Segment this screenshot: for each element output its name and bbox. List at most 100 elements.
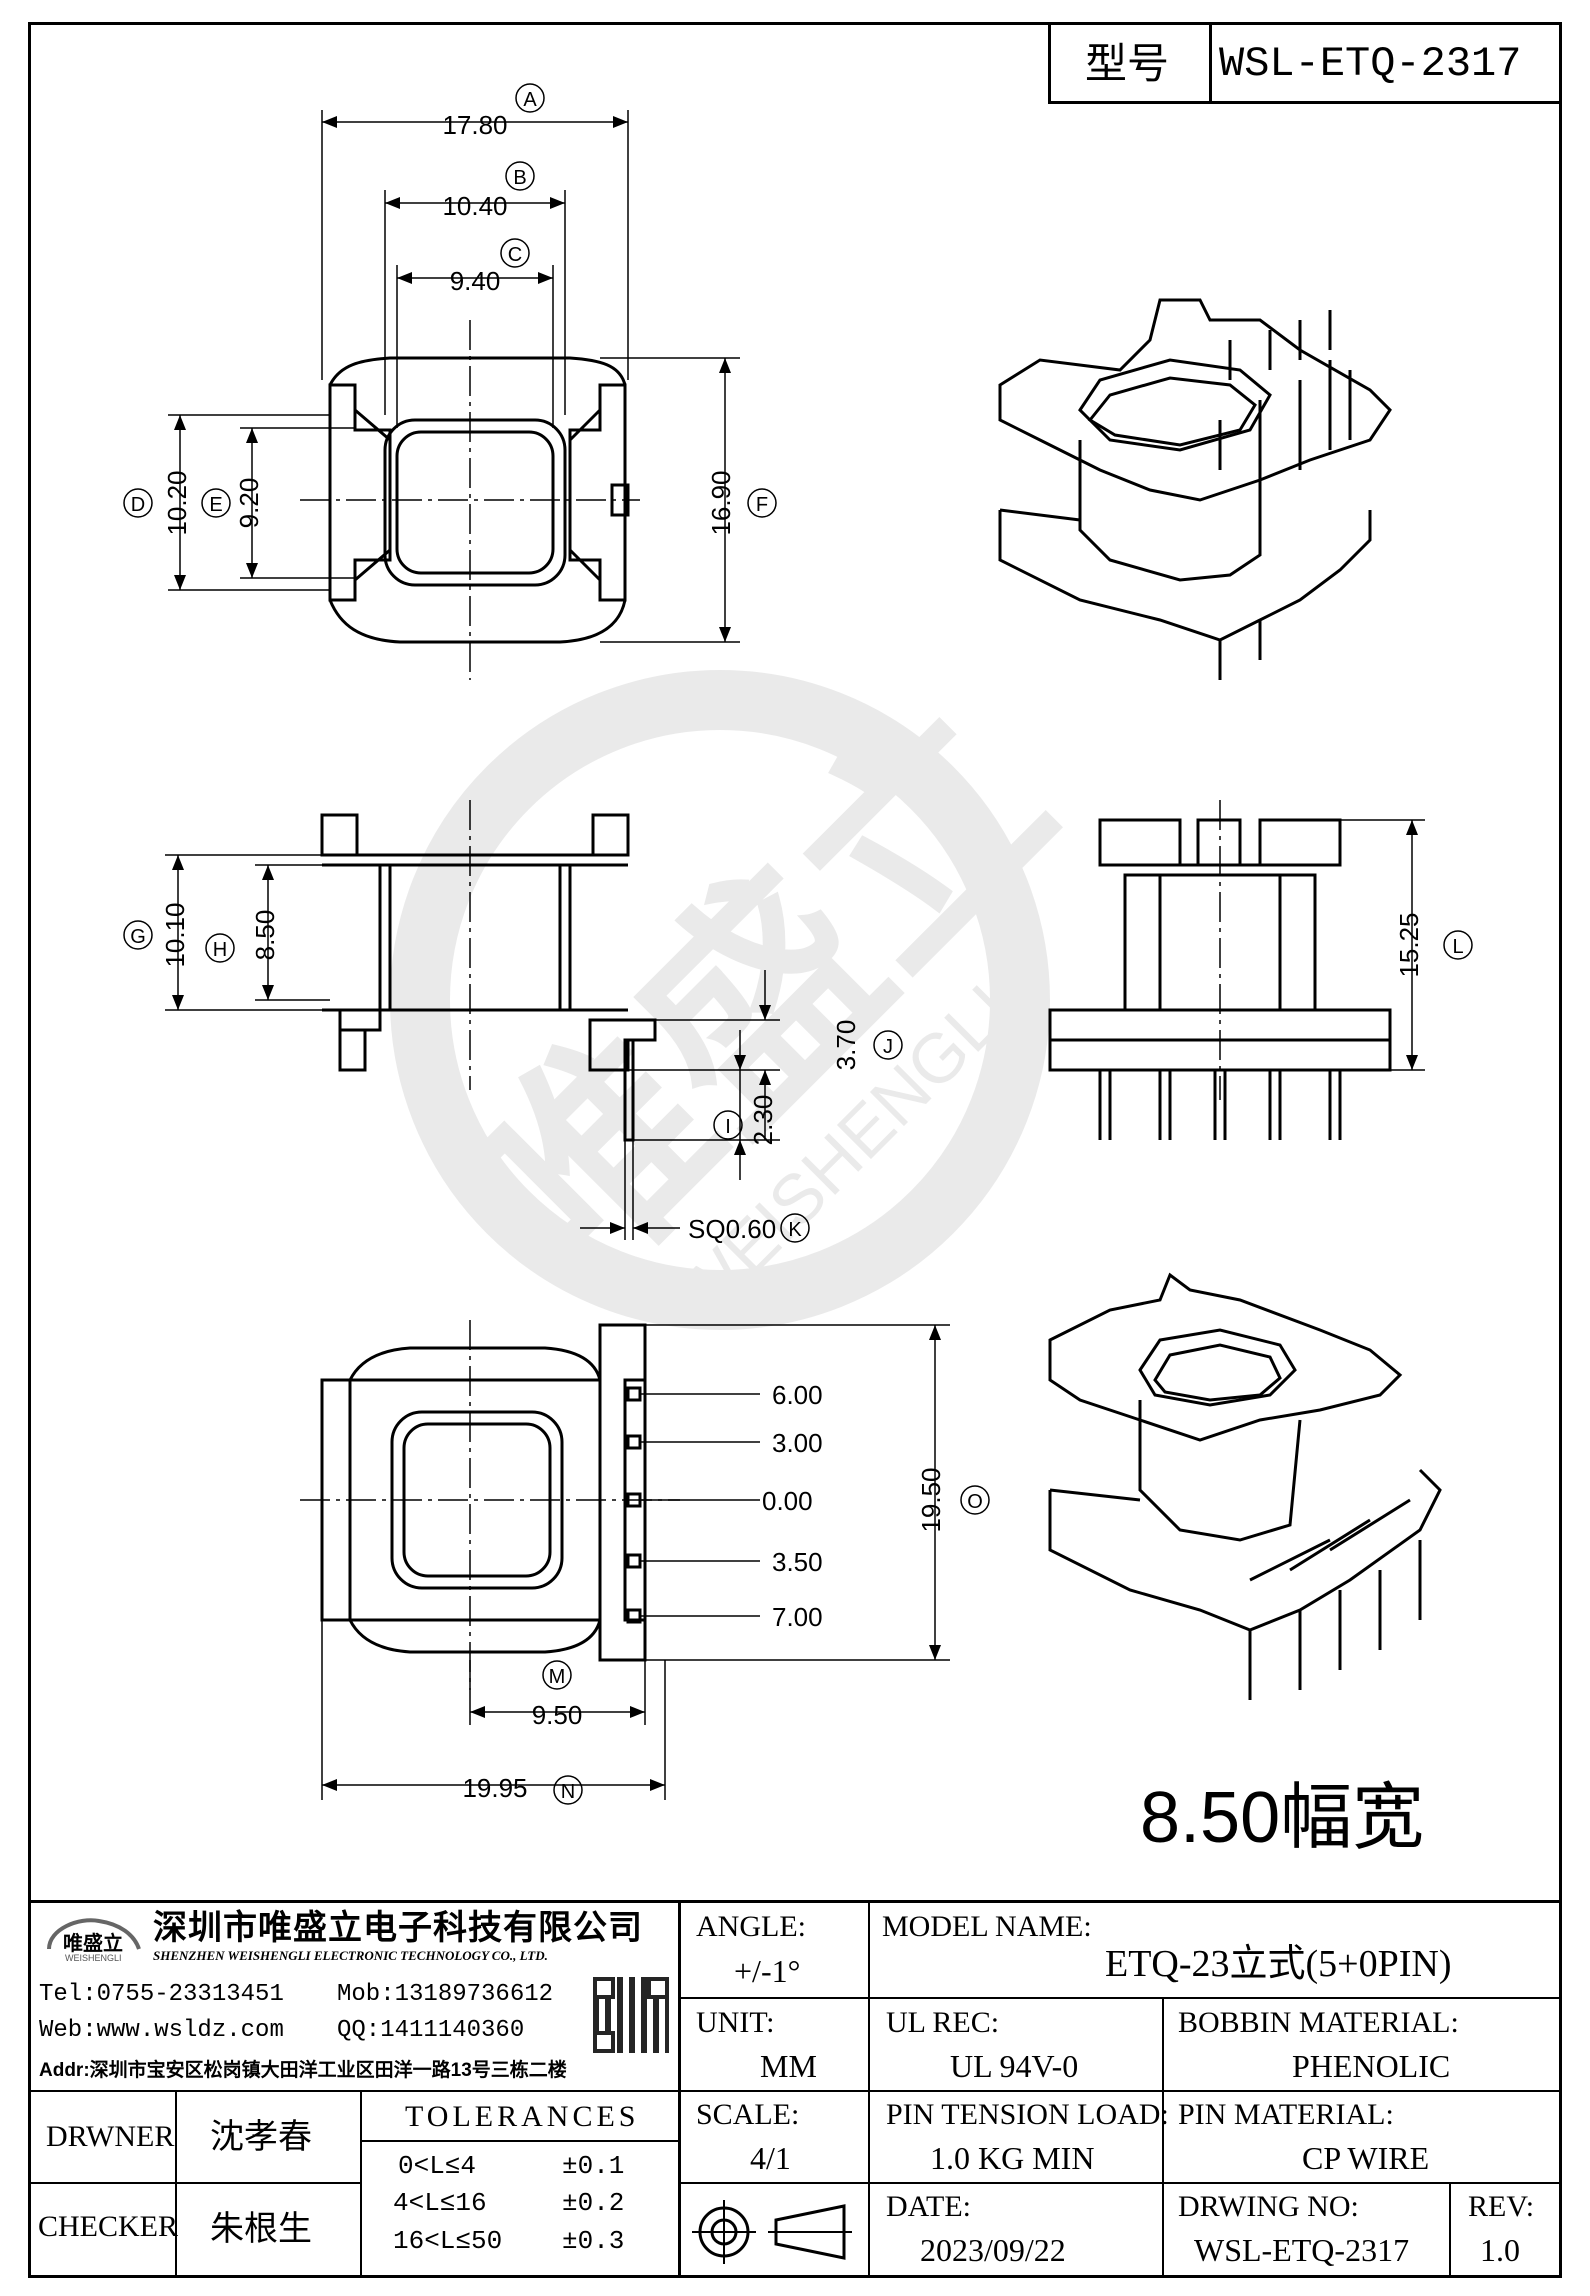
tb-line-h-row2: [681, 2090, 1559, 2092]
company-name-en: SHENZHEN WEISHENGLI ELECTRONIC TECHNOLOG…: [153, 1948, 548, 1963]
pin-offset-4: 3.50: [772, 1547, 823, 1577]
dim-G: 10.10 G: [123, 902, 190, 968]
dim-C-value: 9.40: [450, 266, 501, 296]
dim-L: 15.25 L: [1394, 912, 1473, 978]
scale-label: SCALE:: [696, 2098, 800, 2131]
bobbin-label: BOBBIN MATERIAL:: [1178, 2006, 1459, 2039]
pin-offset-labels: 6.00 3.00 0.00 3.50 7.00: [762, 1380, 823, 1632]
dim-N: 19.95 N: [462, 1773, 583, 1805]
tb-line-h-row3: [681, 2182, 1559, 2184]
dim-K: SQ0.60 K: [688, 1213, 810, 1244]
projection-symbol: [684, 2188, 866, 2274]
dim-J-value: 3.70: [831, 1020, 861, 1071]
dim-F-value: 16.90: [706, 470, 736, 535]
company-logo-cn: 唯盛立: [63, 1933, 123, 1955]
qr-code: [593, 1977, 669, 2053]
dim-B-value: 10.40: [442, 191, 507, 221]
dim-D-value: 10.20: [162, 470, 192, 535]
date-value: 2023/09/22: [920, 2232, 1066, 2268]
dim-H-value: 8.50: [250, 910, 280, 961]
drawing-no-label: DRWING NO:: [1178, 2190, 1359, 2223]
checker-label: CHECKER: [38, 2210, 179, 2243]
tb-line-h-people: [31, 2182, 360, 2184]
pin-offset-2: 3.00: [772, 1428, 823, 1458]
bottom-view: [300, 1320, 680, 1690]
width-note: 8.50幅宽: [1140, 1778, 1425, 1858]
tb-line-v-col3: [1162, 1997, 1164, 2275]
side-view: [1048, 800, 1392, 1140]
dim-M-letter: M: [549, 1666, 566, 1688]
tension-label: PIN TENSION LOAD:: [886, 2098, 1169, 2131]
dim-G-value: 10.10: [160, 902, 190, 967]
dim-H: 8.50 H: [205, 910, 280, 963]
drawing-no-value: WSL-ETQ-2317: [1194, 2232, 1410, 2268]
company-tel: Tel:0755-23313451: [39, 1981, 284, 2008]
top-view: [300, 320, 640, 680]
dim-F: 16.90 F: [706, 470, 777, 536]
tb-line-v-col4: [1449, 2182, 1451, 2275]
dim-C: 9.40 C: [450, 238, 530, 296]
dim-C-letter: C: [508, 244, 522, 266]
dim-N-letter: N: [561, 1781, 575, 1803]
company-logo-en: WEISHENGLI: [65, 1953, 122, 1963]
dim-K-value: SQ0.60: [688, 1214, 776, 1244]
dim-E: 9.20 E: [201, 478, 264, 528]
dim-M-value: 9.50: [532, 1700, 583, 1730]
tb-line-v-col2: [868, 1903, 870, 2275]
unit-label: UNIT:: [696, 2006, 775, 2039]
pin-offset-3: 0.00: [762, 1486, 813, 1516]
date-label: DATE:: [886, 2190, 971, 2223]
dim-H-letter: H: [213, 939, 227, 961]
unit-value: MM: [760, 2048, 817, 2084]
company-block: 唯盛立 WEISHENGLI 深圳市唯盛立电子科技有限公司 SHENZHEN W…: [31, 1903, 678, 2088]
dim-G-letter: G: [130, 926, 146, 948]
rev-value: 1.0: [1480, 2232, 1520, 2268]
model-name-value: ETQ-23立式(5+0PIN): [1105, 1943, 1452, 1985]
front-view: [320, 800, 657, 1142]
tolerances-title: TOLERANCES: [405, 2100, 640, 2133]
checker-name: 朱根生: [210, 2210, 312, 2248]
tol-value-2: ±0.2: [562, 2188, 625, 2218]
dim-L-value: 15.25: [1394, 912, 1424, 977]
dim-J-letter: J: [883, 1036, 893, 1058]
company-qq: QQ:1411140360: [337, 2017, 525, 2044]
angle-label: ANGLE:: [696, 1910, 806, 1943]
scale-value: 4/1: [750, 2140, 791, 2176]
dimension-labels: 17.80 A 10.40 B 9.40 C 10.20 D 9.20 E 16…: [123, 83, 1473, 1805]
tension-value: 1.0 KG MIN: [930, 2140, 1095, 2176]
dim-I-letter: I: [725, 1116, 731, 1138]
bobbin-value: PHENOLIC: [1292, 2048, 1451, 2084]
dim-A: 17.80 A: [442, 83, 545, 140]
tol-range-2: 4<L≤16: [393, 2188, 487, 2218]
tb-line-v-company: [678, 1903, 681, 2275]
model-header-divider: [1209, 25, 1212, 103]
tb-line-h1: [31, 2090, 678, 2092]
dim-D-letter: D: [131, 494, 145, 516]
dim-J: 3.70 J: [831, 1020, 903, 1071]
pin-offset-5: 7.00: [772, 1602, 823, 1632]
dim-I-value: 2.30: [748, 1095, 778, 1146]
dim-A-letter: A: [523, 89, 537, 111]
drawer-label: DRWNER: [46, 2120, 175, 2153]
tb-line-h-row1: [681, 1997, 1559, 1999]
tb-line-v-tol: [360, 2092, 362, 2275]
dim-O-value: 19.50: [916, 1467, 946, 1532]
isometric-view-bottom: [1048, 1272, 1442, 1700]
dim-D: 10.20 D: [123, 470, 192, 536]
tol-range-1: 0<L≤4: [398, 2151, 477, 2181]
pin-offset-1: 6.00: [772, 1380, 823, 1410]
company-web: Web:www.wsldz.com: [39, 2017, 284, 2044]
dim-M: 9.50 M: [532, 1660, 583, 1730]
tb-line-h-tol: [362, 2140, 678, 2142]
model-header-label: 型号: [1085, 40, 1170, 87]
dim-O: 19.50 O: [916, 1467, 990, 1533]
model-name-label: MODEL NAME:: [882, 1910, 1092, 1943]
angle-value: +/-1°: [734, 1953, 801, 1989]
dim-B-letter: B: [513, 167, 526, 189]
tol-value-1: ±0.1: [562, 2151, 625, 2181]
ul-label: UL REC:: [886, 2006, 1000, 2039]
title-block: [28, 1900, 1562, 2278]
isometric-view-top: [998, 298, 1392, 680]
pin-material-value: CP WIRE: [1302, 2140, 1430, 2176]
dim-I: 2.30 I: [713, 1095, 778, 1146]
